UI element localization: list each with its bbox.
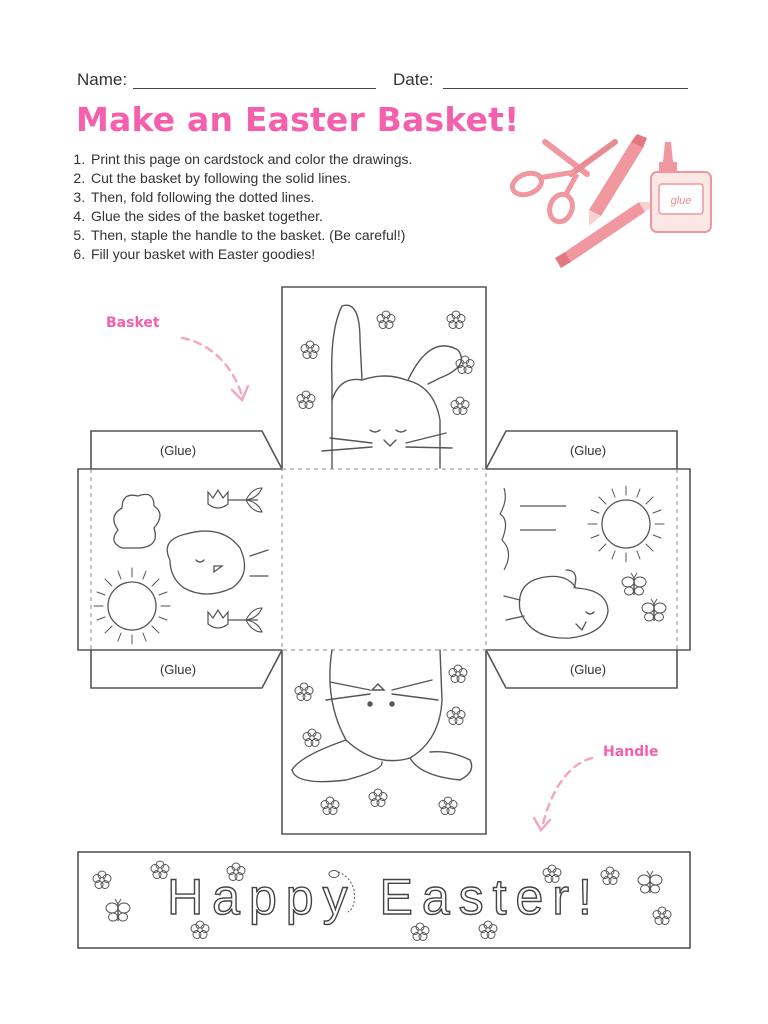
sun-icon [587,485,665,563]
glue-bottle-icon: glue [650,142,712,233]
flower-icon [296,310,475,415]
page-title: Make an Easter Basket! [76,100,520,139]
instruction-step: Then, fold following the dotted lines. [89,188,412,207]
basket-label: Basket [106,315,160,331]
glue-label-bottom-left: (Glue) [159,662,197,677]
instruction-step: Fill your basket with Easter goodies! [89,245,412,264]
glue-label-top-left: (Glue) [159,443,197,458]
instruction-step: Cut the basket by following the solid li… [89,169,412,188]
dashed-arrow-icon [532,756,594,833]
bunny-icon [321,304,463,469]
cloud-icon [113,493,161,549]
date-label: Date: [393,70,434,89]
fold-lines [90,468,678,651]
handle-text: Happy Easter! [167,869,601,925]
glue-bottle-label: glue [671,195,692,207]
handle-strip [77,851,691,949]
sun-icon [93,567,171,645]
instruction-step: Then, staple the handle to the basket. (… [89,226,412,245]
scissors-pencils-glue-icon: glue [509,134,712,268]
bee-icon [328,870,355,913]
glue-label-bottom-right: (Glue) [569,662,607,677]
butterfly-icon [621,572,667,622]
scissors-icon [509,139,618,225]
chick-icon [503,569,609,639]
glue-label-top-right: (Glue) [569,443,607,458]
bunny-icon [291,649,473,783]
dashed-arrow-icon [180,336,250,403]
instruction-step: Print this page on cardstock and color t… [89,150,412,169]
chick-icon [166,530,269,595]
plant-icon [499,487,566,571]
instruction-step: Glue the sides of the basket together. [89,207,412,226]
cut-lines [77,286,691,835]
date-line[interactable] [443,88,688,89]
instruction-list: Print this page on cardstock and color t… [70,150,412,264]
tulip-icon [207,487,263,633]
handle-label: Handle [603,744,659,760]
pencil-icon [589,134,647,226]
name-line[interactable] [133,88,376,89]
name-label: Name: [77,70,128,89]
